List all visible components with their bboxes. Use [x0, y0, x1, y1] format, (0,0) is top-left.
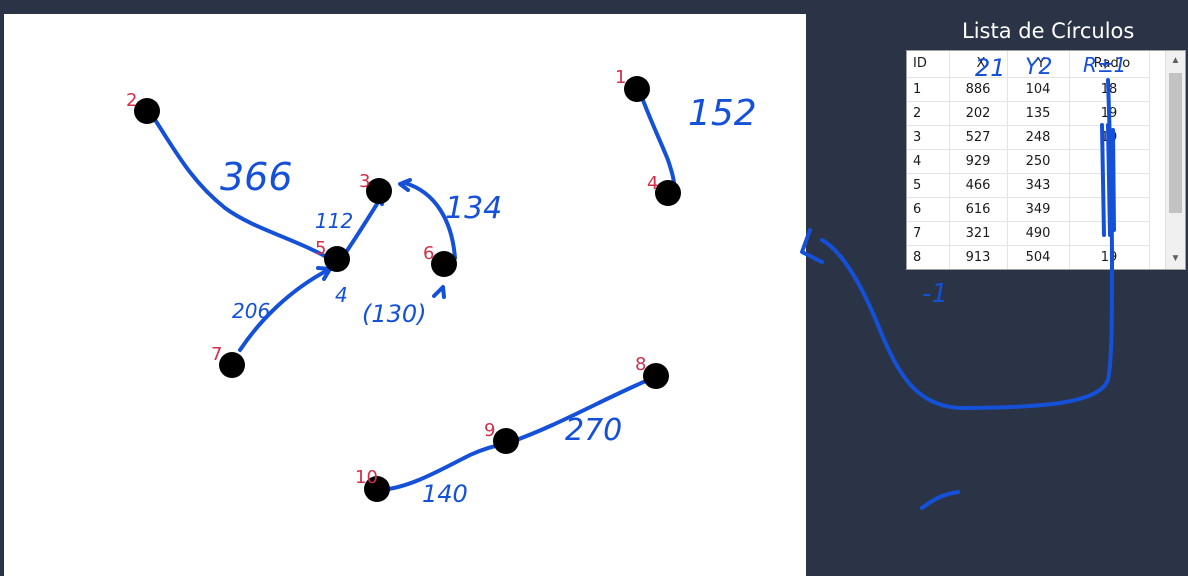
cell-radio[interactable]: 19 — [1069, 125, 1150, 150]
cell-y[interactable]: 490 — [1007, 221, 1070, 246]
header-y[interactable]: Y — [1007, 51, 1070, 78]
cell-x[interactable]: 466 — [949, 173, 1008, 198]
panel-title: Lista de Círculos — [962, 19, 1135, 43]
scroll-down-icon[interactable]: ▼ — [1170, 253, 1181, 264]
cell-x[interactable]: 527 — [949, 125, 1008, 150]
cell-radio[interactable] — [1069, 197, 1150, 222]
cell-x[interactable]: 913 — [949, 245, 1008, 269]
cell-y[interactable]: 135 — [1007, 101, 1070, 126]
cell-radio[interactable] — [1069, 173, 1150, 198]
cell-radio[interactable] — [1069, 149, 1150, 174]
cell-id[interactable]: 2 — [907, 101, 950, 126]
cell-x[interactable]: 929 — [949, 149, 1008, 174]
cell-y[interactable]: 104 — [1007, 77, 1070, 102]
cell-x[interactable]: 616 — [949, 197, 1008, 222]
grid-scrollbar[interactable]: ▲ ▼ — [1165, 51, 1185, 269]
cell-y[interactable]: 349 — [1007, 197, 1070, 222]
ink-dash-bottom — [920, 490, 960, 510]
cell-radio[interactable]: 19 — [1069, 101, 1150, 126]
cell-y[interactable]: 504 — [1007, 245, 1070, 269]
cell-id[interactable]: 4 — [907, 149, 950, 174]
drawing-canvas[interactable] — [4, 14, 806, 576]
cell-id[interactable]: 6 — [907, 197, 950, 222]
cell-y[interactable]: 343 — [1007, 173, 1070, 198]
cell-x[interactable]: 886 — [949, 77, 1008, 102]
cell-id[interactable]: 8 — [907, 245, 950, 269]
cell-id[interactable]: 5 — [907, 173, 950, 198]
cell-x[interactable]: 202 — [949, 101, 1008, 126]
scroll-up-icon[interactable]: ▲ — [1170, 55, 1181, 66]
cell-radio[interactable] — [1069, 221, 1150, 246]
cell-id[interactable]: 1 — [907, 77, 950, 102]
annotation-minus1: -1 — [922, 279, 948, 309]
cell-y[interactable]: 250 — [1007, 149, 1070, 174]
scroll-thumb[interactable] — [1169, 73, 1182, 213]
cell-id[interactable]: 3 — [907, 125, 950, 150]
header-x[interactable]: X — [949, 51, 1008, 78]
header-radio[interactable]: Radio — [1069, 51, 1150, 78]
cell-radio[interactable]: 18 — [1069, 77, 1150, 102]
cell-id[interactable]: 7 — [907, 221, 950, 246]
header-id[interactable]: ID — [907, 51, 950, 78]
cell-y[interactable]: 248 — [1007, 125, 1070, 150]
cell-radio[interactable]: 19 — [1069, 245, 1150, 269]
grid-header-row: ID X Y Radio — [907, 51, 1150, 78]
cell-x[interactable]: 321 — [949, 221, 1008, 246]
